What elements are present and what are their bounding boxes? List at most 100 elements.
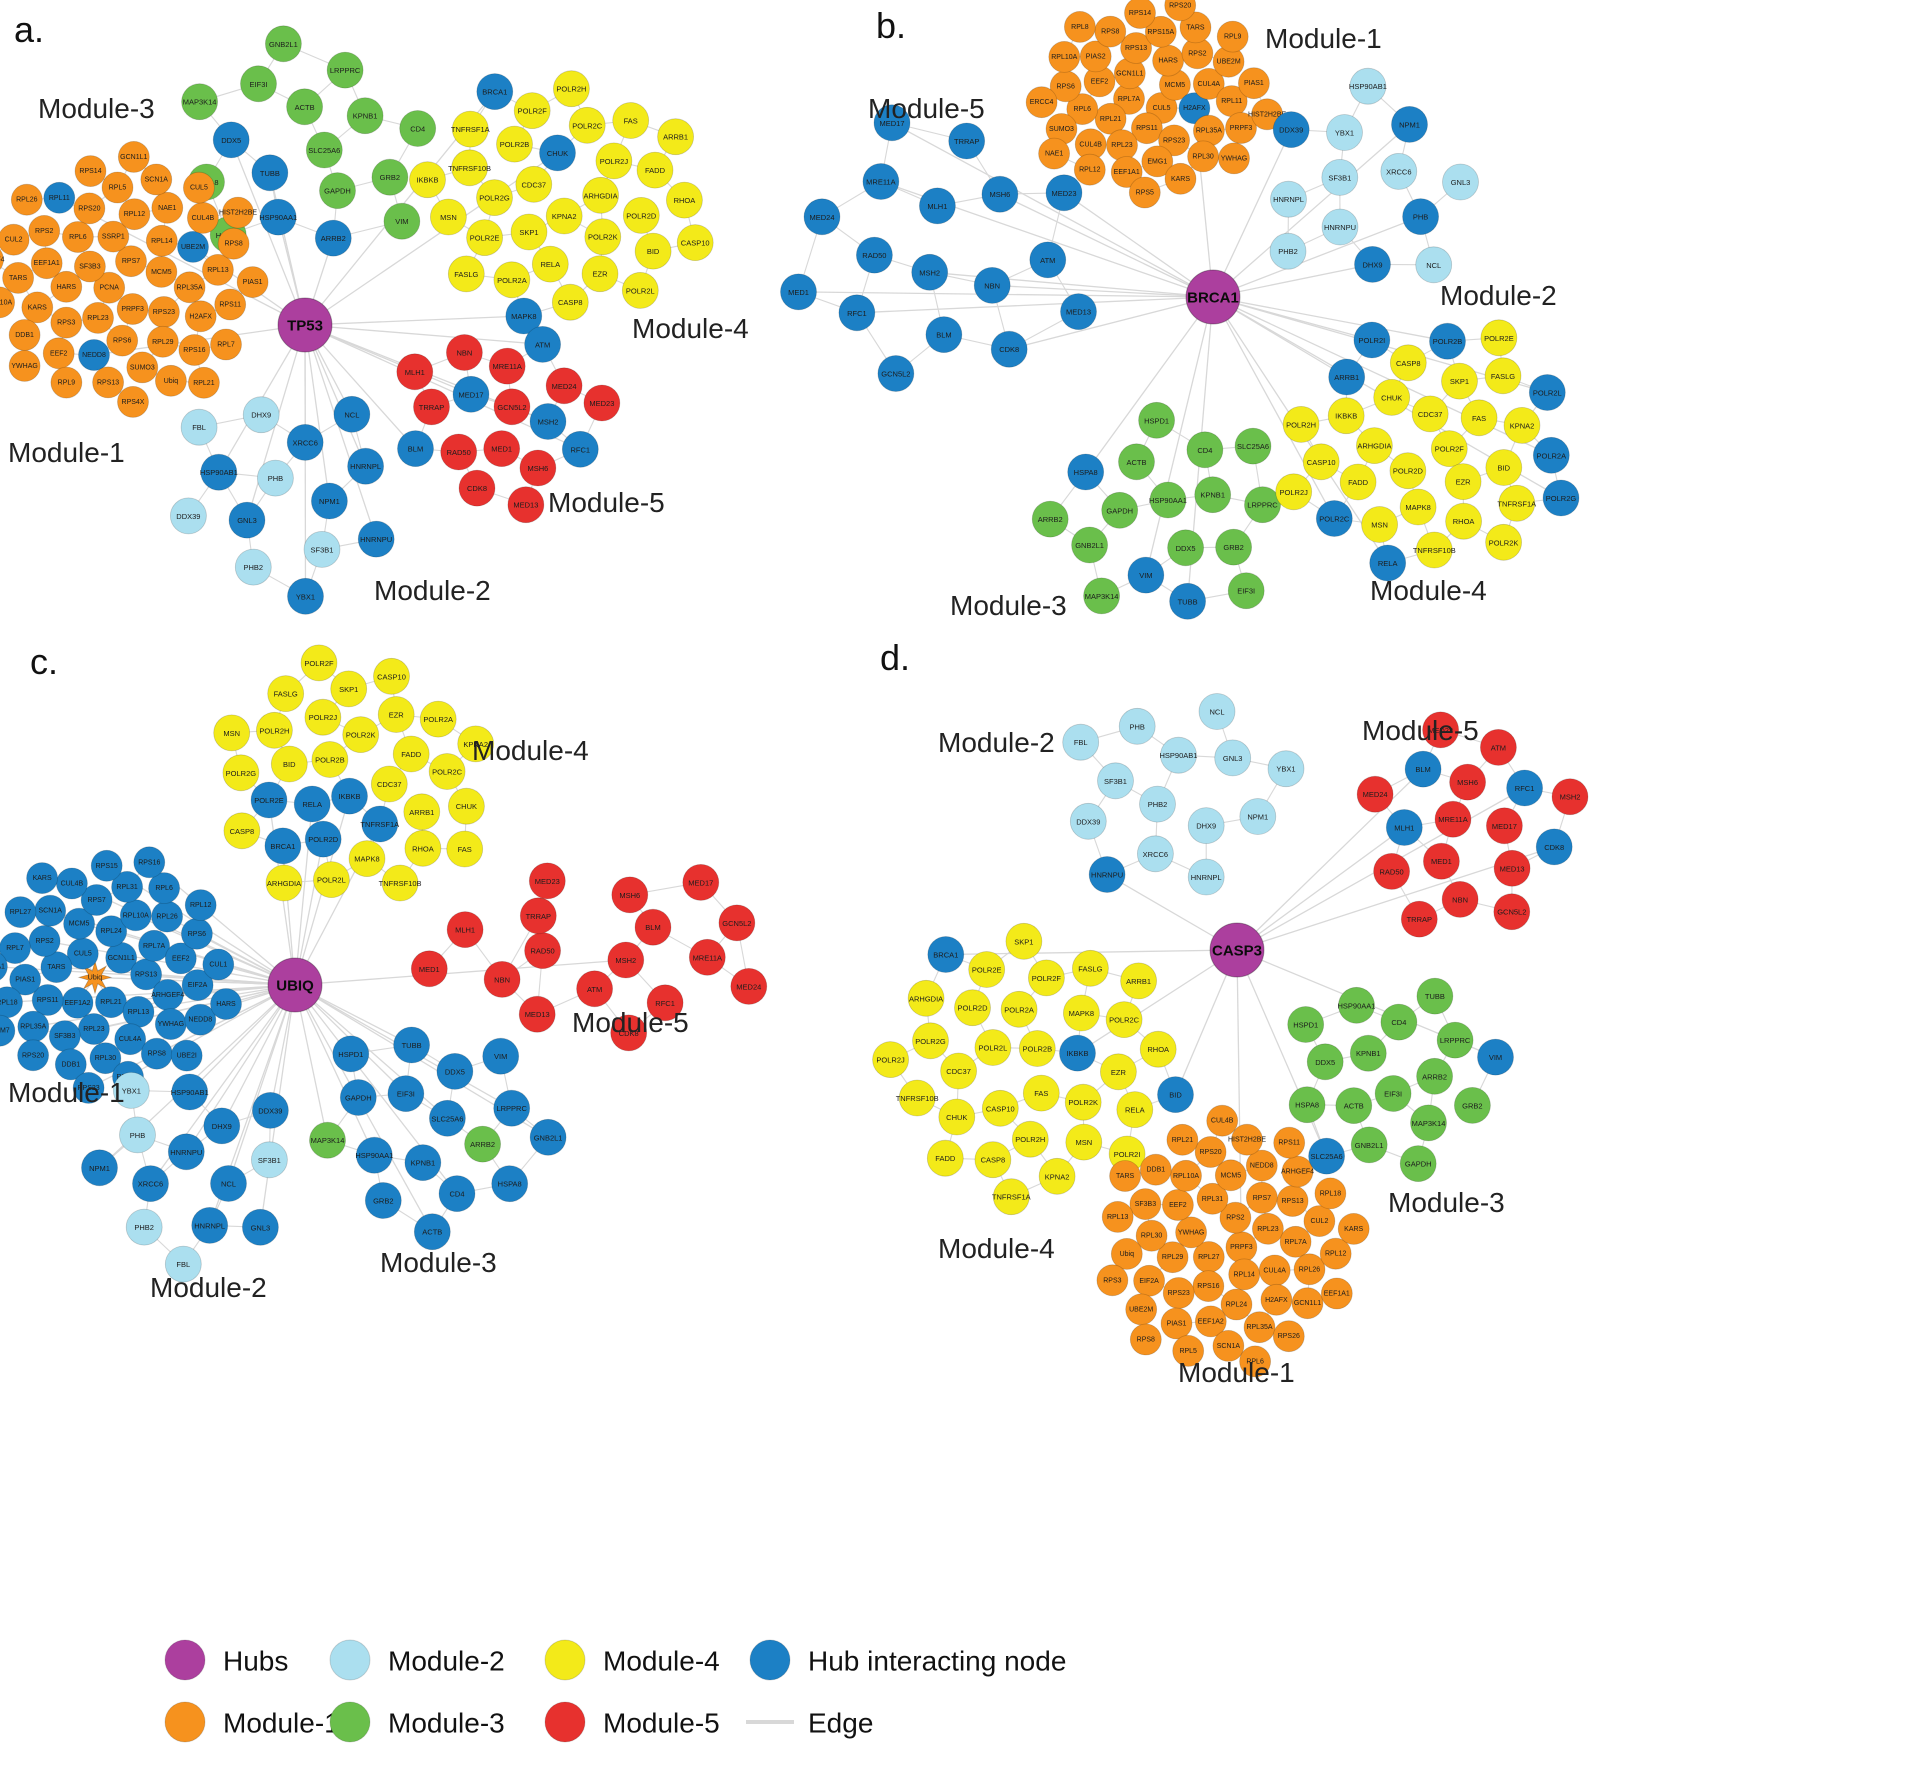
node-polr2c: POLR2C [1105, 1001, 1143, 1038]
svg-text:UBIQ: UBIQ [276, 978, 314, 995]
legend-label: Module-5 [603, 1708, 720, 1739]
svg-text:HNRNPL: HNRNPL [1191, 873, 1222, 882]
node-map3k14: MAP3K14 [1083, 577, 1120, 615]
node-arrb1: ARRB1 [1328, 358, 1366, 396]
node-arrb2: ARRB2 [1031, 500, 1069, 538]
node-casp8: CASP8 [1389, 344, 1427, 382]
node-rps8: RPS8 [1129, 1323, 1162, 1356]
svg-text:RPL5: RPL5 [1179, 1348, 1197, 1355]
node-polr2h: POLR2H [1011, 1120, 1049, 1158]
node-ubiq: Ubiq [77, 959, 113, 995]
svg-text:POLR2D: POLR2D [626, 211, 657, 220]
svg-text:ARRB1: ARRB1 [1334, 373, 1359, 382]
svg-text:XRCC6: XRCC6 [1386, 167, 1411, 176]
svg-text:TRRAP: TRRAP [419, 403, 444, 412]
svg-text:RPL12: RPL12 [190, 902, 212, 909]
svg-text:MAP3K14: MAP3K14 [311, 1136, 345, 1145]
svg-text:TNFRSF10B: TNFRSF10B [1413, 546, 1456, 555]
svg-text:DDB1: DDB1 [15, 332, 34, 339]
svg-text:RPL24: RPL24 [100, 928, 122, 935]
node-med1: MED1 [1423, 842, 1460, 880]
node-chuk: CHUK [539, 134, 576, 172]
node-msh2: MSH2 [911, 253, 949, 291]
node-rpl21: RPL21 [187, 366, 220, 399]
node-arrb2: ARRB2 [464, 1125, 502, 1163]
svg-text:EIF2A: EIF2A [1139, 1278, 1159, 1285]
node-polr2l: POLR2L [621, 271, 659, 309]
node-rhoa: RHOA [1445, 502, 1482, 540]
svg-text:RPS20: RPS20 [78, 205, 100, 212]
svg-text:GRB2: GRB2 [1462, 1101, 1482, 1110]
node-eif2a: EIF2A [181, 969, 214, 1001]
node-cdc37: CDC37 [940, 1052, 977, 1090]
svg-text:ARRB2: ARRB2 [1038, 515, 1063, 524]
svg-text:NAE1: NAE1 [158, 205, 176, 212]
svg-text:POLR2J: POLR2J [1280, 488, 1309, 497]
svg-text:RPL23: RPL23 [1257, 1226, 1279, 1233]
svg-text:CUL2: CUL2 [1310, 1218, 1328, 1225]
node-mcm5: MCM5 [63, 907, 95, 940]
svg-text:TRRAP: TRRAP [954, 137, 979, 146]
svg-text:MSN: MSN [440, 213, 457, 222]
node-phb: PHB [119, 1116, 156, 1154]
svg-text:HSPD1: HSPD1 [1293, 1021, 1318, 1030]
legend-label: Module-1 [223, 1708, 340, 1739]
svg-text:RPS11: RPS11 [1278, 1140, 1300, 1147]
svg-text:FAS: FAS [1472, 414, 1486, 423]
node-fadd: FADD [636, 151, 674, 189]
svg-text:RFC1: RFC1 [847, 309, 867, 318]
node-ywhag: YWHAG [154, 1008, 187, 1040]
svg-text:RPS15: RPS15 [96, 863, 118, 870]
m3-swatch [329, 1701, 371, 1743]
node-faslg: FASLG [1484, 357, 1522, 395]
svg-text:LRPPRC: LRPPRC [1247, 501, 1278, 510]
svg-text:RAD50: RAD50 [862, 251, 886, 260]
node-rps20: RPS20 [73, 192, 106, 225]
svg-text:RHOA: RHOA [412, 844, 434, 853]
node-rhoa: RHOA [1139, 1030, 1177, 1068]
node-tnfrsf1a: TNFRSF1A [1497, 484, 1536, 522]
svg-text:UBE2M: UBE2M [1129, 1306, 1153, 1313]
node-xrcc6: XRCC6 [286, 423, 324, 461]
svg-text:RPS23: RPS23 [1163, 137, 1185, 144]
node-gcn5l2: GCN5L2 [1493, 893, 1531, 931]
svg-text:RAD50: RAD50 [1380, 867, 1404, 876]
svg-text:RPL21: RPL21 [100, 999, 122, 1006]
hub-brca1: BRCA1 [1185, 269, 1241, 325]
node-hsp90ab1: HSP90AB1 [200, 453, 238, 491]
svg-text:TNFRSF10B: TNFRSF10B [448, 164, 491, 173]
svg-text:DDX39: DDX39 [176, 512, 200, 521]
svg-text:UBE2M: UBE2M [181, 244, 205, 251]
svg-text:HSPA8: HSPA8 [498, 1180, 522, 1189]
node-rps7: RPS7 [80, 884, 113, 916]
node-polr2l: POLR2L [312, 861, 350, 898]
node-polr2f: POLR2F [1028, 959, 1065, 997]
node-arhgdia: ARHGDIA [1356, 427, 1393, 465]
node-mcm7: MCM7 [0, 1014, 16, 1047]
svg-text:NCL: NCL [1426, 261, 1441, 270]
node-rpl10a: RPL10A [1170, 1159, 1202, 1192]
node-polr2h: POLR2H [1282, 405, 1320, 443]
svg-text:ARRB1: ARRB1 [663, 133, 688, 142]
node-kpna2: KPNA2 [545, 197, 583, 235]
svg-text:PHB: PHB [1129, 722, 1144, 731]
svg-text:MAPK8: MAPK8 [1405, 503, 1430, 512]
node-rpl10a: RPL10A [0, 286, 15, 319]
svg-text:SLC25A6: SLC25A6 [308, 146, 340, 155]
node-gnb2l1: GNB2L1 [1350, 1126, 1388, 1164]
svg-text:TARS: TARS [1186, 24, 1204, 31]
svg-text:GNB2L1: GNB2L1 [534, 1133, 563, 1142]
svg-text:POLR2A: POLR2A [497, 276, 527, 285]
svg-text:CUL4B: CUL4B [1079, 141, 1102, 148]
hub-ubiq: UBIQ [267, 957, 323, 1013]
node-casp10: CASP10 [981, 1089, 1019, 1127]
node-slc25a6: SLC25A6 [1234, 427, 1272, 465]
node-msn: MSN [429, 198, 467, 236]
svg-text:RPS16: RPS16 [183, 347, 205, 354]
svg-text:POLR2L: POLR2L [1533, 389, 1562, 398]
svg-text:HNRNPU: HNRNPU [360, 535, 392, 544]
svg-text:SCN1A: SCN1A [1217, 1343, 1241, 1350]
svg-text:RPL26: RPL26 [16, 197, 38, 204]
svg-text:GNL3: GNL3 [251, 1223, 271, 1232]
node-cul4b: CUL4B [1074, 128, 1107, 161]
